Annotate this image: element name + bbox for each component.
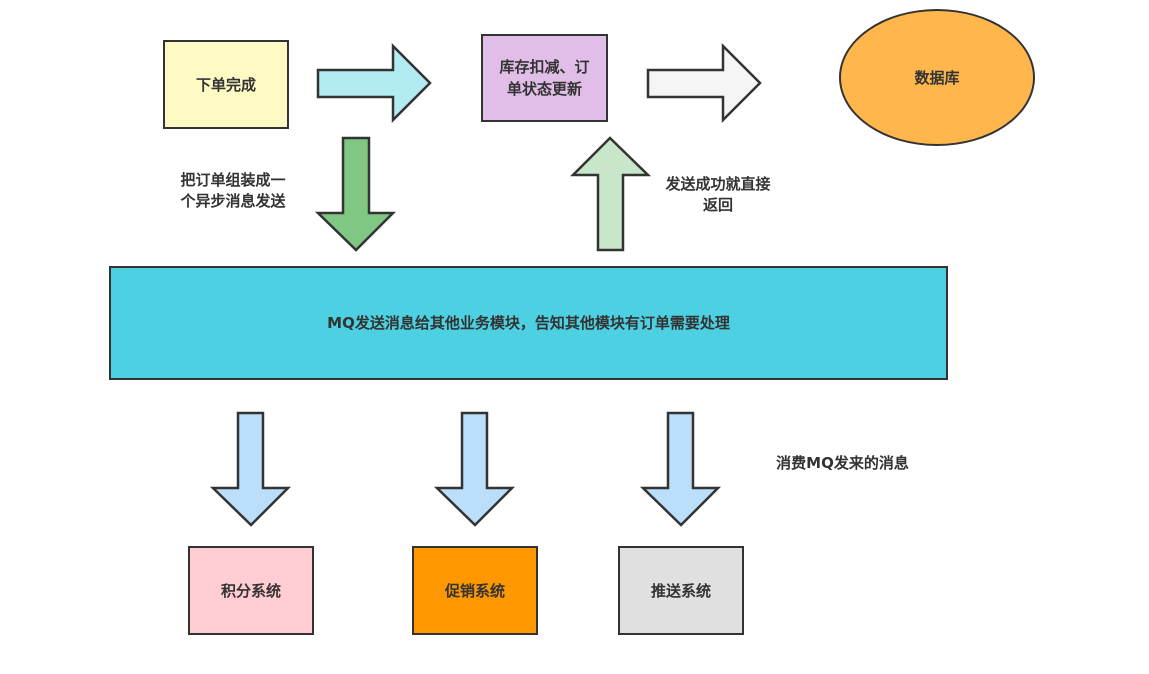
inventory-update-box: 库存扣减、订 单状态更新 [481, 34, 608, 122]
push-system-box: 推送系统 [618, 546, 744, 635]
arrow-order-to-mq [314, 136, 397, 252]
arrow-inventory-to-database [646, 42, 762, 124]
assemble-message-line2: 个异步消息发送 [180, 192, 286, 210]
send-success-label: 发送成功就直接 返回 [654, 174, 782, 216]
database-ellipse: 数据库 [839, 9, 1035, 146]
promotion-system-label: 促销系统 [444, 581, 505, 600]
mq-label: MQ发送消息给其他业务模块，告知其他模块有订单需要处理 [327, 314, 730, 332]
mq-box: MQ发送消息给其他业务模块，告知其他模块有订单需要处理 [109, 266, 948, 380]
points-system-box: 积分系统 [188, 546, 314, 635]
inventory-update-label-line1: 库存扣减、订 [499, 58, 590, 76]
order-done-box: 下单完成 [163, 40, 289, 129]
send-success-line2: 返回 [702, 196, 733, 214]
assemble-message-label: 把订单组装成一 个异步消息发送 [168, 170, 298, 212]
points-system-label: 积分系统 [220, 581, 281, 600]
arrow-mq-to-inventory [569, 136, 652, 252]
order-done-label: 下单完成 [195, 75, 256, 94]
database-label: 数据库 [914, 69, 960, 87]
arrow-mq-to-promotion [433, 411, 516, 527]
arrow-mq-to-push [639, 411, 722, 527]
send-success-line1: 发送成功就直接 [665, 175, 771, 193]
inventory-update-label-line2: 单状态更新 [506, 80, 582, 98]
assemble-message-line1: 把订单组装成一 [180, 171, 286, 189]
arrow-order-to-inventory [316, 42, 432, 124]
consume-message-label: 消费MQ发来的消息 [776, 454, 909, 472]
promotion-system-box: 促销系统 [412, 546, 538, 635]
push-system-label: 推送系统 [650, 581, 711, 600]
arrow-mq-to-points [209, 411, 292, 527]
